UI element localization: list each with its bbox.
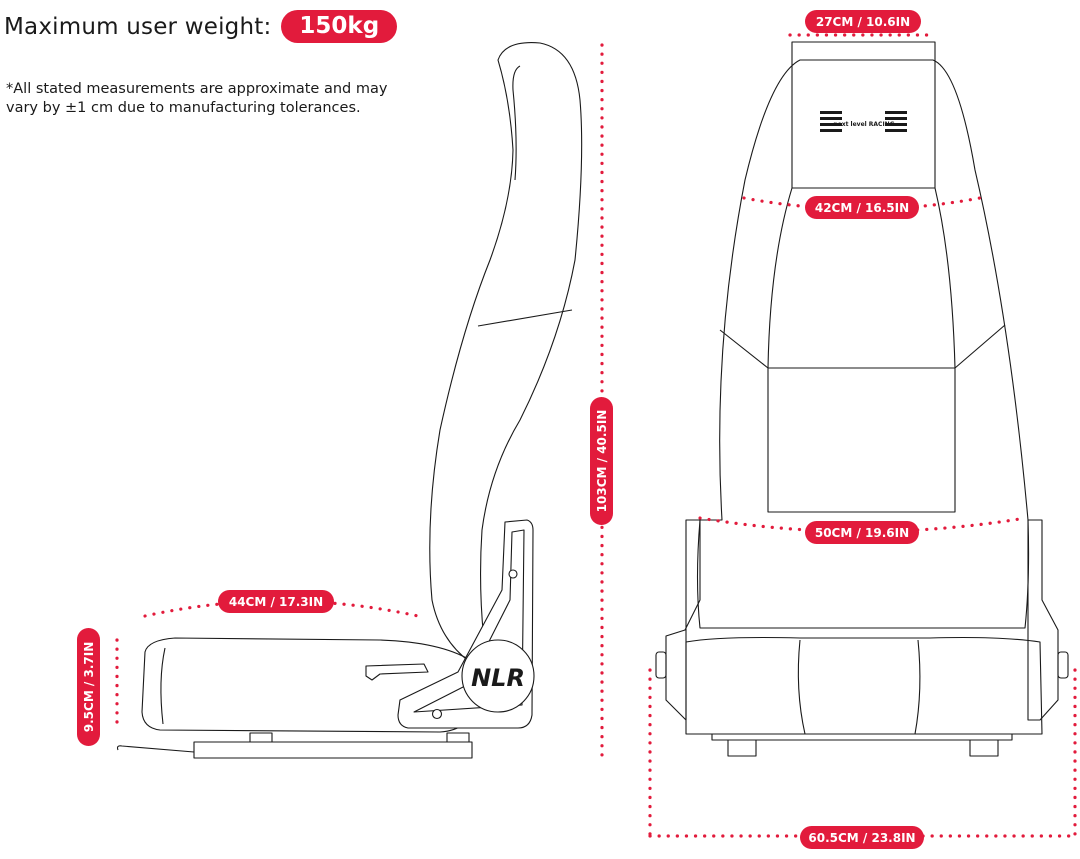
front-backrest-shell xyxy=(696,59,1030,629)
seat-height-pill: 9.5CM / 3.7IN xyxy=(77,628,100,746)
front-mount-left xyxy=(727,740,757,757)
nlr-badge-logo: NLR xyxy=(471,664,525,692)
side-bracket-bolt-top xyxy=(508,569,518,579)
side-recline-knob xyxy=(461,639,535,713)
front-inner-seam-left xyxy=(719,329,769,369)
front-left-bolster xyxy=(665,519,701,721)
headrest-width-pill: 27CM / 10.6IN xyxy=(805,10,921,33)
front-inner-seam-right xyxy=(954,324,1006,369)
side-seat-cushion-edge xyxy=(160,647,166,725)
front-right-bolster xyxy=(1027,519,1059,721)
tolerance-disclaimer: *All stated measurements are approximate… xyxy=(6,81,388,116)
back-height-label: 103CM / 40.5IN xyxy=(595,410,609,513)
max-weight-badge: 150kg xyxy=(281,10,398,43)
back-height-pill: 103CM / 40.5IN xyxy=(590,397,613,525)
side-view-seat: NLR xyxy=(116,42,583,759)
front-headrest-panel xyxy=(791,41,936,189)
base-width-pill: 60.5CM / 23.8IN xyxy=(800,826,924,849)
front-base-rail xyxy=(711,733,1013,741)
side-bracket-bolt-bottom xyxy=(431,708,443,720)
shoulder-width-label: 42CM / 16.5IN xyxy=(815,201,909,215)
seat-height-label: 9.5CM / 3.7IN xyxy=(82,642,96,733)
side-backrest-inner-edge xyxy=(512,65,521,181)
front-seat-cushion xyxy=(685,636,1043,735)
side-rail-handle xyxy=(116,745,195,753)
front-cushion-divider-right xyxy=(914,639,921,735)
next-level-racing-logo: next level RACING xyxy=(820,111,907,132)
front-right-knob xyxy=(1057,651,1069,679)
side-backrest-seam xyxy=(477,309,573,327)
weight-heading: Maximum user weight: 150kg xyxy=(4,10,398,43)
brand-logo-text: next level RACING xyxy=(833,121,894,128)
side-bracket-inner xyxy=(413,529,525,713)
seat-depth-label: 44CM / 17.3IN xyxy=(229,595,323,609)
front-left-knob xyxy=(655,651,667,679)
side-rail-mount-right xyxy=(446,732,470,743)
side-slider-rail xyxy=(193,741,473,759)
side-adjust-lever xyxy=(365,663,429,681)
hip-width-label: 50CM / 19.6IN xyxy=(815,526,909,540)
seat-depth-pill: 44CM / 17.3IN xyxy=(218,590,334,613)
front-mount-right xyxy=(969,740,999,757)
front-inner-panel xyxy=(767,187,956,513)
max-weight-label: Maximum user weight: xyxy=(4,13,272,40)
headrest-width-label: 27CM / 10.6IN xyxy=(816,15,910,29)
base-width-label: 60.5CM / 23.8IN xyxy=(808,831,915,845)
side-backrest xyxy=(429,42,583,663)
shoulder-width-pill: 42CM / 16.5IN xyxy=(805,196,919,219)
front-cushion-divider-left xyxy=(797,639,806,735)
hip-width-pill: 50CM / 19.6IN xyxy=(805,521,919,544)
side-rail-mount-left xyxy=(249,732,273,743)
front-view-seat: next level RACING xyxy=(655,41,1069,757)
